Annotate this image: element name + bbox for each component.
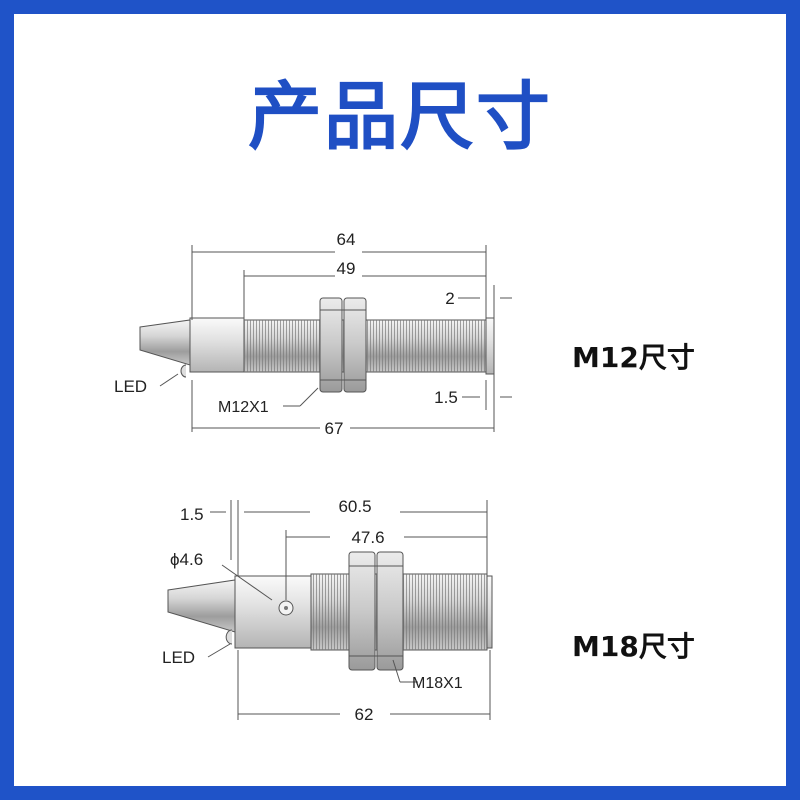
m18-nut-left — [348, 551, 376, 671]
m12-dim-2: 2 — [445, 289, 454, 308]
m12-sensor: 64 49 2 1.5 67 LED M12X1 — [114, 230, 512, 438]
m12-body — [189, 317, 245, 373]
m18-dim-1-5: 1.5 — [180, 505, 204, 524]
m18-led-bump — [225, 629, 233, 645]
m18-body — [234, 575, 312, 649]
m18-sensor: 1.5 60.5 47.6 ϕ4.6 62 LED M18X1 — [162, 497, 493, 724]
m18-cable — [167, 579, 236, 633]
m18-dim-62: 62 — [355, 705, 374, 724]
m12-size-label: M12尺寸 — [572, 341, 695, 374]
m12-dim-64: 64 — [337, 230, 356, 249]
m18-end-cap — [486, 575, 493, 649]
m12-nut-right — [343, 297, 367, 393]
m12-dim-49: 49 — [337, 259, 356, 278]
m12-dim-67: 67 — [325, 419, 344, 438]
m12-cable — [139, 319, 191, 366]
m18-dim-hole: ϕ4.6 — [170, 550, 203, 569]
m18-thread-spec: M18X1 — [412, 675, 463, 692]
m18-dim-60-5: 60.5 — [338, 497, 371, 516]
m12-dim-1-5: 1.5 — [434, 388, 458, 407]
m12-nut-left — [319, 297, 343, 393]
m12-led-label: LED — [114, 377, 147, 396]
page-title: 产品尺寸 — [248, 74, 552, 160]
m12-end-cap — [485, 317, 495, 375]
m18-size-label: M18尺寸 — [572, 630, 695, 663]
m18-dim-47-6: 47.6 — [351, 528, 384, 547]
m18-nut-right — [376, 551, 404, 671]
m12-thread-spec: M12X1 — [218, 399, 269, 416]
m12-led-bump — [180, 364, 187, 378]
m18-led-label: LED — [162, 648, 195, 667]
